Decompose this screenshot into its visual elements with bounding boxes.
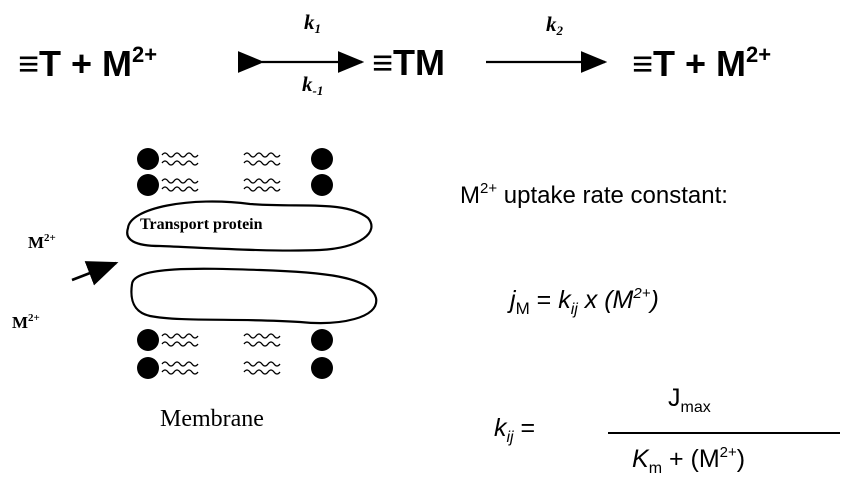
lipid-head (137, 357, 159, 379)
fraction-numerator: Jmax (668, 384, 711, 416)
rate-constant-k1: k1 (304, 10, 321, 36)
lipid-head (311, 329, 333, 351)
lipid-head (137, 148, 159, 170)
lipid-head (137, 174, 159, 196)
lipid-tail (243, 333, 281, 339)
fraction-denominator: Km + (M2+) (632, 444, 746, 477)
membrane-label: Membrane (160, 406, 264, 432)
lipid-tail (243, 160, 281, 166)
lipid-tail (161, 186, 199, 192)
lipid-bilayer (137, 148, 333, 379)
complex-species: ≡TM (372, 42, 445, 83)
ion-label-top: M2+ (28, 232, 56, 252)
ion-label-bottom: M2+ (12, 312, 40, 332)
lipid-tail (161, 341, 199, 347)
lipid-tail (161, 152, 199, 158)
lipid-tail (161, 361, 199, 367)
lipid-tail (243, 152, 281, 158)
lipid-head (311, 174, 333, 196)
transport-protein-lower (130, 267, 378, 325)
lipid-tail (243, 369, 281, 375)
lipid-tail (243, 186, 281, 192)
lipid-head (311, 357, 333, 379)
rate-constant-k2: k2 (546, 12, 563, 38)
lipid-tail (161, 333, 199, 339)
lipid-tail (161, 178, 199, 184)
transport-protein-label: Transport protein (140, 216, 263, 233)
lipid-tail (243, 361, 281, 367)
fraction-bar (608, 432, 840, 434)
lipid-tail (243, 178, 281, 184)
lipid-tail (243, 341, 281, 347)
flux-equation: jM = kij x (M2+) (510, 285, 659, 318)
rate-constant-k-minus-1: k-1 (302, 72, 324, 98)
lipid-tail (161, 160, 199, 166)
lipid-head (311, 148, 333, 170)
kij-lhs: kij = (494, 414, 536, 446)
reactant-species: ≡T + M2+ (18, 42, 158, 84)
transport-protein-upper (126, 200, 373, 252)
lipid-head (137, 329, 159, 351)
lipid-tail (161, 369, 199, 375)
ion-entry-arrow (71, 261, 119, 286)
uptake-heading: M2+ uptake rate constant: (460, 180, 728, 209)
product-species: ≡T + M2+ (632, 42, 772, 84)
